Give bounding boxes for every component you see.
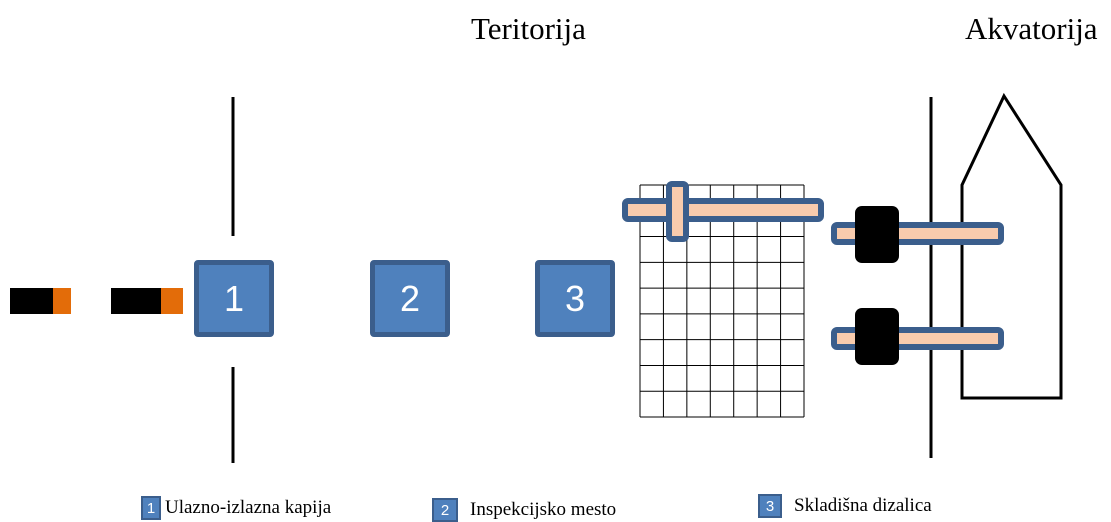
territory-title: Teritorija: [471, 11, 586, 46]
legend-inspection-label: Inspekcijsko mesto: [470, 499, 617, 520]
legend-inspection-number: 2: [432, 498, 458, 522]
station-inspection-box: 2: [370, 260, 450, 337]
quay-crane-2: [831, 308, 1004, 365]
water-area-title: Akvatorija: [965, 11, 1098, 46]
station-crane-box: 3: [535, 260, 615, 337]
truck-2: [111, 288, 183, 314]
legend-crane: 3 Skladišna dizalica: [758, 494, 932, 518]
legend-gate: 1 Ulazno-izlazna kapija: [141, 496, 331, 520]
legend-gate-label: Ulazno-izlazna kapija: [165, 497, 332, 518]
gantry-crane-beam: [622, 198, 824, 222]
legend-crane-label: Skladišna dizalica: [794, 495, 932, 516]
legend-inspection: 2 Inspekcijsko mesto: [432, 498, 616, 522]
quay-crane-1: [831, 206, 1004, 263]
legend-crane-number: 3: [758, 494, 782, 518]
truck-1: [10, 288, 71, 314]
ship-hull: [960, 92, 1063, 400]
gantry-crane-trolley: [666, 181, 689, 242]
legend-gate-number: 1: [141, 496, 161, 520]
container-yard-grid: [639, 184, 805, 418]
station-gate-box: 1: [194, 260, 274, 337]
